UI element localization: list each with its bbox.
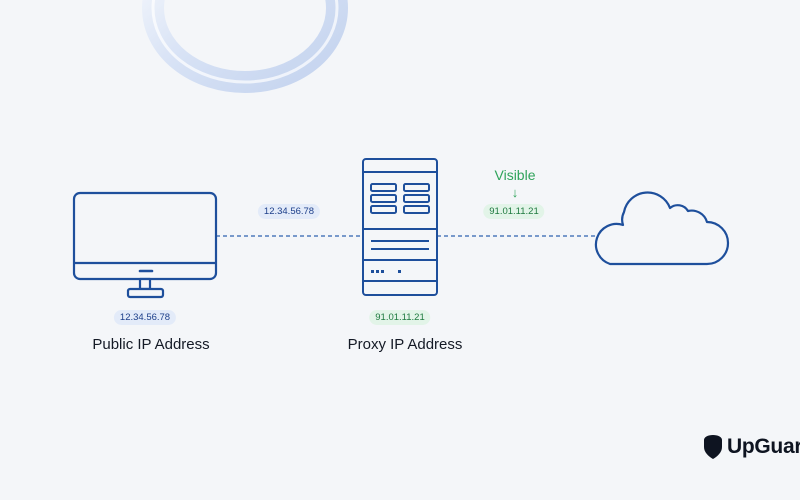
- visible-arrow-icon: ↓: [511, 185, 519, 200]
- brand-name: UpGuard: [727, 435, 800, 458]
- client-label: Public IP Address: [92, 336, 210, 353]
- proxy-internet-link-ip-badge: 91.01.11.21: [483, 204, 545, 219]
- monitor-icon: [72, 191, 218, 299]
- visible-label: Visible: [494, 167, 536, 183]
- proxy-label: Proxy IP Address: [347, 336, 463, 353]
- brand-logo: UpGuard: [703, 433, 800, 461]
- proxy-ip-badge: 91.01.11.21: [369, 310, 431, 325]
- server-icon: [362, 158, 438, 296]
- client-ip-badge: 12.34.56.78: [113, 310, 177, 325]
- cloud-icon: [594, 191, 730, 266]
- upguard-shield-icon: [704, 435, 722, 459]
- ring-decoration: [142, 0, 348, 93]
- client-proxy-link-ip-badge: 12.34.56.78: [257, 204, 321, 219]
